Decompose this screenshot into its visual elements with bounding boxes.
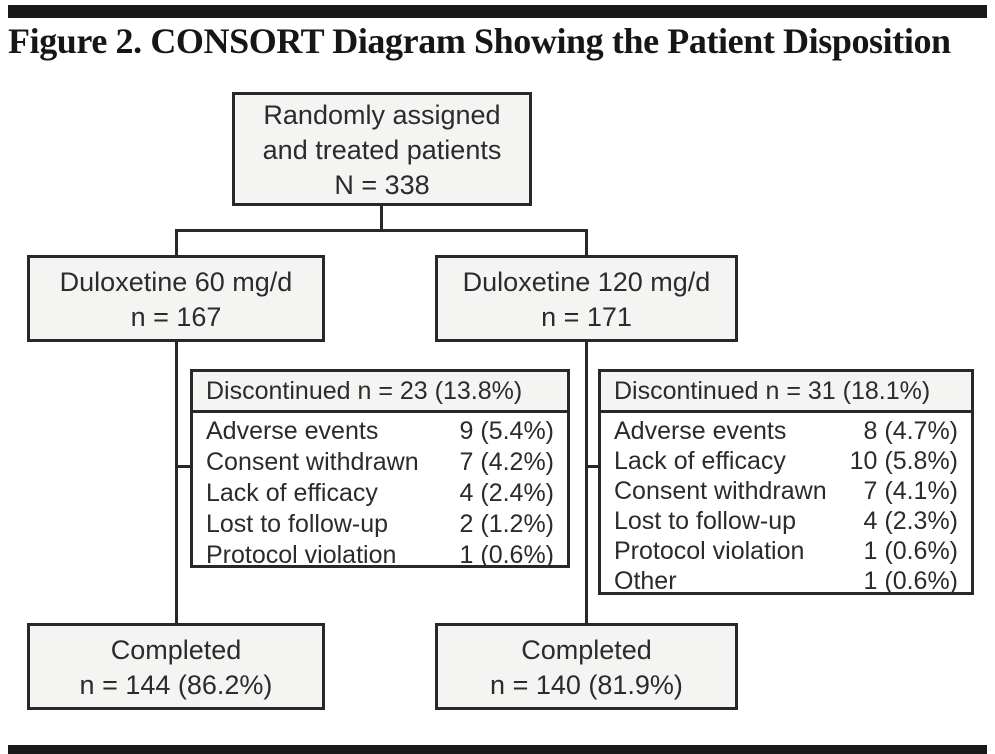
reason-label: Lost to follow-up (614, 507, 797, 535)
reason-label: Protocol violation (614, 537, 805, 565)
discontinued-left-header: Discontinued n = 23 (13.8%) (190, 369, 570, 413)
reason-value: 4 (2.4%) (459, 479, 554, 507)
completed-right-n: n = 140 (81.9%) (490, 670, 683, 700)
table-row: Other 1 (0.6%) (614, 566, 958, 596)
table-row: Protocol violation 1 (0.6%) (614, 536, 958, 566)
box-completed-left: Completed n = 144 (86.2%) (27, 623, 325, 710)
connector-left-main-vertical (175, 342, 178, 623)
table-row: Consent withdrawn 7 (4.2%) (206, 447, 554, 478)
arm-right-n: n = 171 (541, 302, 632, 332)
reason-label: Other (614, 567, 677, 595)
table-row: Lost to follow-up 4 (2.3%) (614, 506, 958, 536)
box-randomized: Randomly assigned and treated patients N… (232, 92, 532, 206)
table-row: Lack of efficacy 4 (2.4%) (206, 478, 554, 509)
reason-label: Protocol violation (206, 541, 397, 569)
reason-value: 1 (0.6%) (863, 537, 958, 565)
top-rule-bar (8, 5, 987, 18)
box-completed-right: Completed n = 140 (81.9%) (435, 623, 738, 710)
arm-right-label: Duloxetine 120 mg/d (462, 267, 711, 297)
reason-value: 1 (0.6%) (863, 567, 958, 595)
reason-value: 1 (0.6%) (459, 541, 554, 569)
arm-left-label: Duloxetine 60 mg/d (59, 267, 293, 297)
completed-left-label: Completed (110, 635, 242, 665)
reason-value: 4 (2.3%) (863, 507, 958, 535)
reason-value: 10 (5.8%) (849, 447, 958, 475)
discontinued-right-header: Discontinued n = 31 (18.1%) (598, 369, 974, 413)
arm-left-n: n = 167 (130, 302, 222, 332)
completed-left-n: n = 144 (86.2%) (79, 670, 273, 700)
table-row: Lack of efficacy 10 (5.8%) (614, 446, 958, 476)
table-row: Adverse events 8 (4.7%) (614, 416, 958, 446)
bottom-rule-bar (8, 745, 987, 754)
connector-left-arm-drop (175, 229, 178, 255)
table-row: Adverse events 9 (5.4%) (206, 416, 554, 447)
discontinued-right-list: Adverse events 8 (4.7%) Lack of efficacy… (598, 410, 974, 595)
reason-label: Adverse events (206, 417, 379, 445)
completed-right-label: Completed (521, 635, 652, 665)
table-row: Lost to follow-up 2 (1.2%) (206, 509, 554, 540)
box-arm-duloxetine-60: Duloxetine 60 mg/d n = 167 (27, 255, 325, 342)
reason-value: 8 (4.7%) (863, 417, 958, 445)
randomized-n: N = 338 (334, 170, 430, 200)
randomized-line-2: and treated patients (262, 135, 502, 165)
reason-label: Consent withdrawn (206, 448, 419, 476)
reason-value: 7 (4.1%) (863, 477, 958, 505)
discontinued-left-header-text: Discontinued n = 23 (13.8%) (206, 376, 523, 405)
connector-right-main-vertical (585, 342, 588, 623)
reason-value: 7 (4.2%) (459, 448, 554, 476)
reason-value: 9 (5.4%) (459, 417, 554, 445)
reason-label: Lack of efficacy (614, 447, 786, 475)
reason-label: Adverse events (614, 417, 787, 445)
table-row: Consent withdrawn 7 (4.1%) (614, 476, 958, 506)
randomized-line-1: Randomly assigned (263, 100, 501, 130)
table-row: Protocol violation 1 (0.6%) (206, 540, 554, 571)
connector-left-discontinued-stub (176, 465, 192, 468)
connector-top-vertical (380, 206, 383, 232)
reason-label: Lack of efficacy (206, 479, 378, 507)
discontinued-right-header-text: Discontinued n = 31 (18.1%) (614, 376, 931, 405)
connector-branch-horizontal (175, 229, 588, 232)
reason-value: 2 (1.2%) (459, 510, 554, 538)
connector-right-arm-drop (585, 229, 588, 255)
box-arm-duloxetine-120: Duloxetine 120 mg/d n = 171 (435, 255, 738, 342)
figure-title: Figure 2. CONSORT Diagram Showing the Pa… (8, 21, 951, 61)
connector-right-discontinued-stub (586, 465, 600, 468)
reason-label: Consent withdrawn (614, 477, 827, 505)
discontinued-left-list: Adverse events 9 (5.4%) Consent withdraw… (190, 410, 570, 571)
reason-label: Lost to follow-up (206, 510, 389, 538)
